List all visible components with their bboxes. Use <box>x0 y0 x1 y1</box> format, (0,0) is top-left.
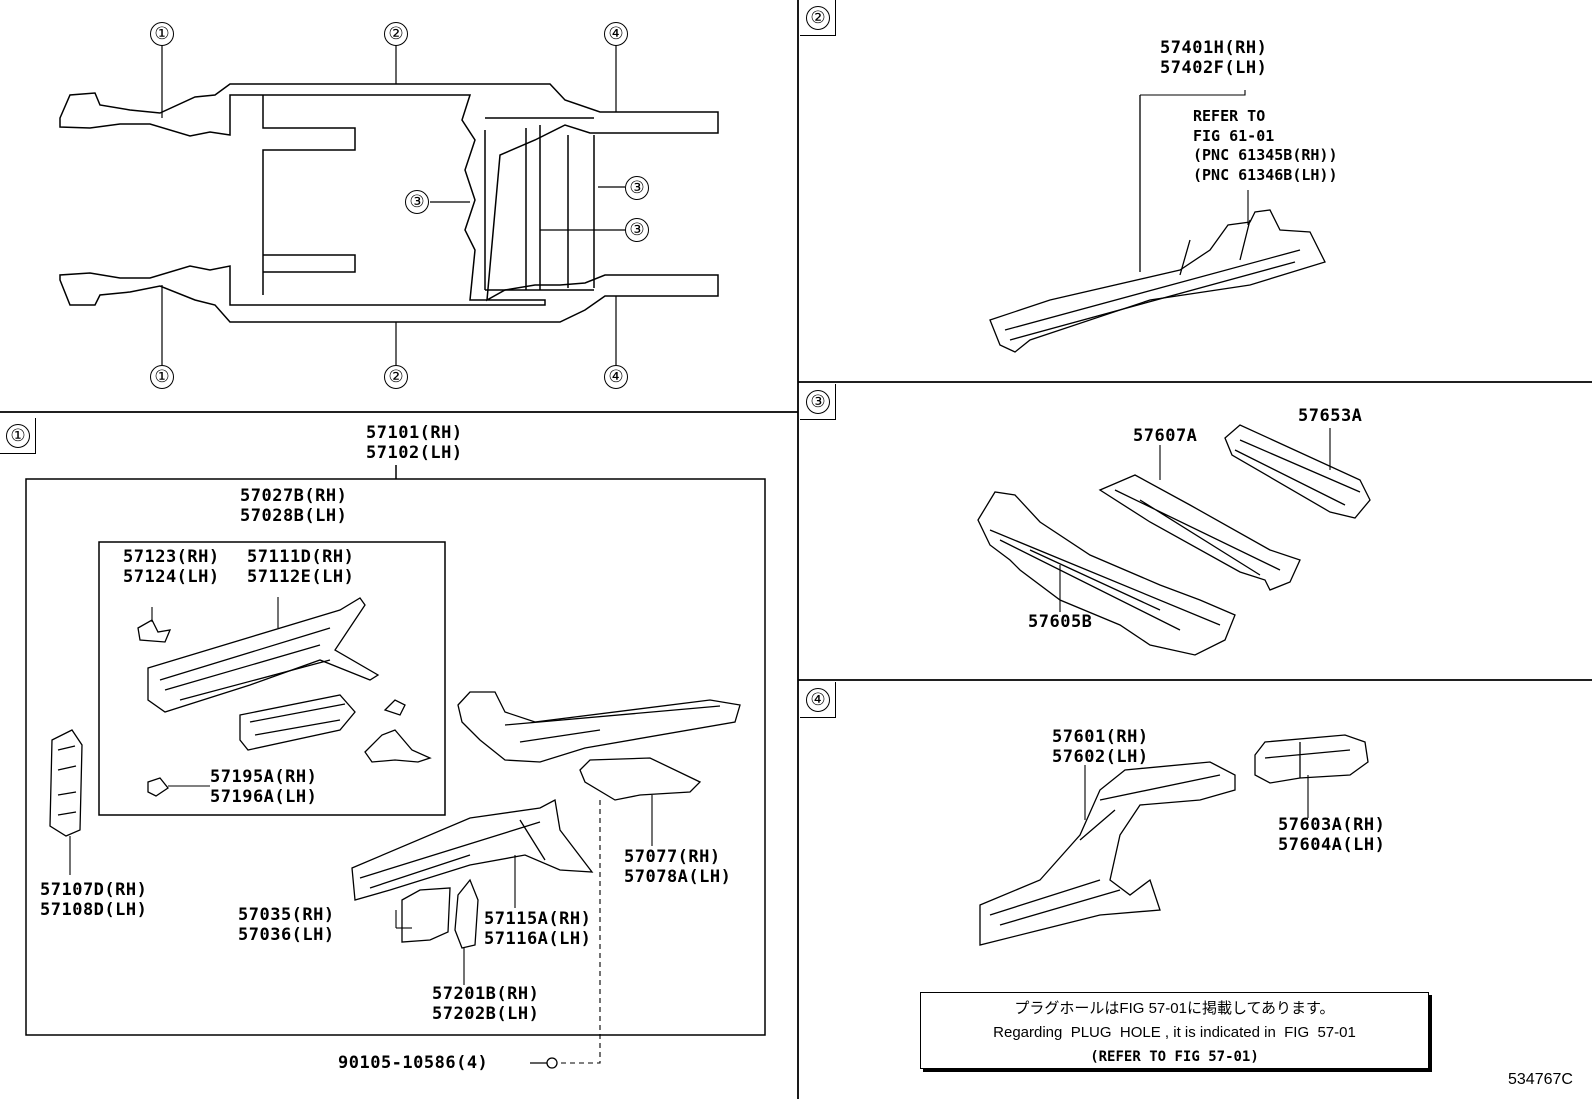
callout-3-right-lower: ③ <box>625 218 649 242</box>
section-1-id: ① <box>6 424 30 448</box>
part-57607A: 57607A <box>1133 426 1198 446</box>
note-japanese: プラグホールはFIG 57-01に掲載してあります。 <box>1014 1000 1335 1017</box>
part-57195A: 57195A(RH) 57196A(LH) <box>210 767 318 807</box>
section3-parts <box>977 424 1371 656</box>
section-2-id: ② <box>806 6 830 30</box>
callout-3-left: ③ <box>405 190 429 214</box>
part-57605B: 57605B <box>1028 612 1093 632</box>
part-57035: 57035(RH) 57036(LH) <box>238 905 335 945</box>
part-57603A: 57603A(RH) 57604A(LH) <box>1278 815 1386 855</box>
section2-part <box>989 90 1326 353</box>
note-english: Regarding PLUG HOLE , it is indicated in… <box>993 1024 1356 1041</box>
section1-leaders <box>69 597 653 1064</box>
part-57201B: 57201B(RH) 57202B(LH) <box>432 984 540 1024</box>
callout-2-bottom: ② <box>384 365 408 389</box>
note-refer: (REFER TO FIG 57-01) <box>1090 1049 1259 1065</box>
section-marker-3: ③ <box>800 384 836 420</box>
callout-1-bottom: ① <box>150 365 174 389</box>
callout-4-top: ④ <box>604 22 628 46</box>
section-4-id: ④ <box>806 688 830 712</box>
part-57111D: 57111D(RH) 57112E(LH) <box>247 547 355 587</box>
overview-frame <box>59 83 719 323</box>
part-90105-bolt: 90105-10586(4) <box>338 1053 489 1073</box>
section-marker-2: ② <box>800 0 836 36</box>
callout-4-bottom: ④ <box>604 365 628 389</box>
callout-1-top: ① <box>150 22 174 46</box>
part-57107D: 57107D(RH) 57108D(LH) <box>40 880 148 920</box>
part-57115A: 57115A(RH) 57116A(LH) <box>484 909 592 949</box>
part-57401H: 57401H(RH) 57402F(LH) <box>1160 38 1268 78</box>
overview-leaders <box>161 45 625 365</box>
part-57027B: 57027B(RH) 57028B(LH) <box>240 486 348 526</box>
part-57101: 57101(RH) 57102(LH) <box>366 423 463 463</box>
part-57653A: 57653A <box>1298 406 1363 426</box>
callout-2-top: ② <box>384 22 408 46</box>
refer-note-61-01: REFER TO FIG 61-01 (PNC 61345B(RH)) (PNC… <box>1193 107 1338 184</box>
illustration-id: 534767C <box>1508 1071 1573 1088</box>
section1-parts <box>49 597 741 1069</box>
section-3-id: ③ <box>806 390 830 414</box>
plug-hole-note: プラグホールはFIG 57-01に掲載してあります。 Regarding PLU… <box>920 992 1429 1069</box>
section1-boxes <box>25 465 766 1036</box>
part-57077: 57077(RH) 57078A(LH) <box>624 847 732 887</box>
callout-3-right-upper: ③ <box>625 176 649 200</box>
section4-parts <box>979 734 1369 946</box>
section-marker-4: ④ <box>800 682 836 718</box>
section-marker-1: ① <box>0 418 36 454</box>
part-57601: 57601(RH) 57602(LH) <box>1052 727 1149 767</box>
part-57123: 57123(RH) 57124(LH) <box>123 547 220 587</box>
